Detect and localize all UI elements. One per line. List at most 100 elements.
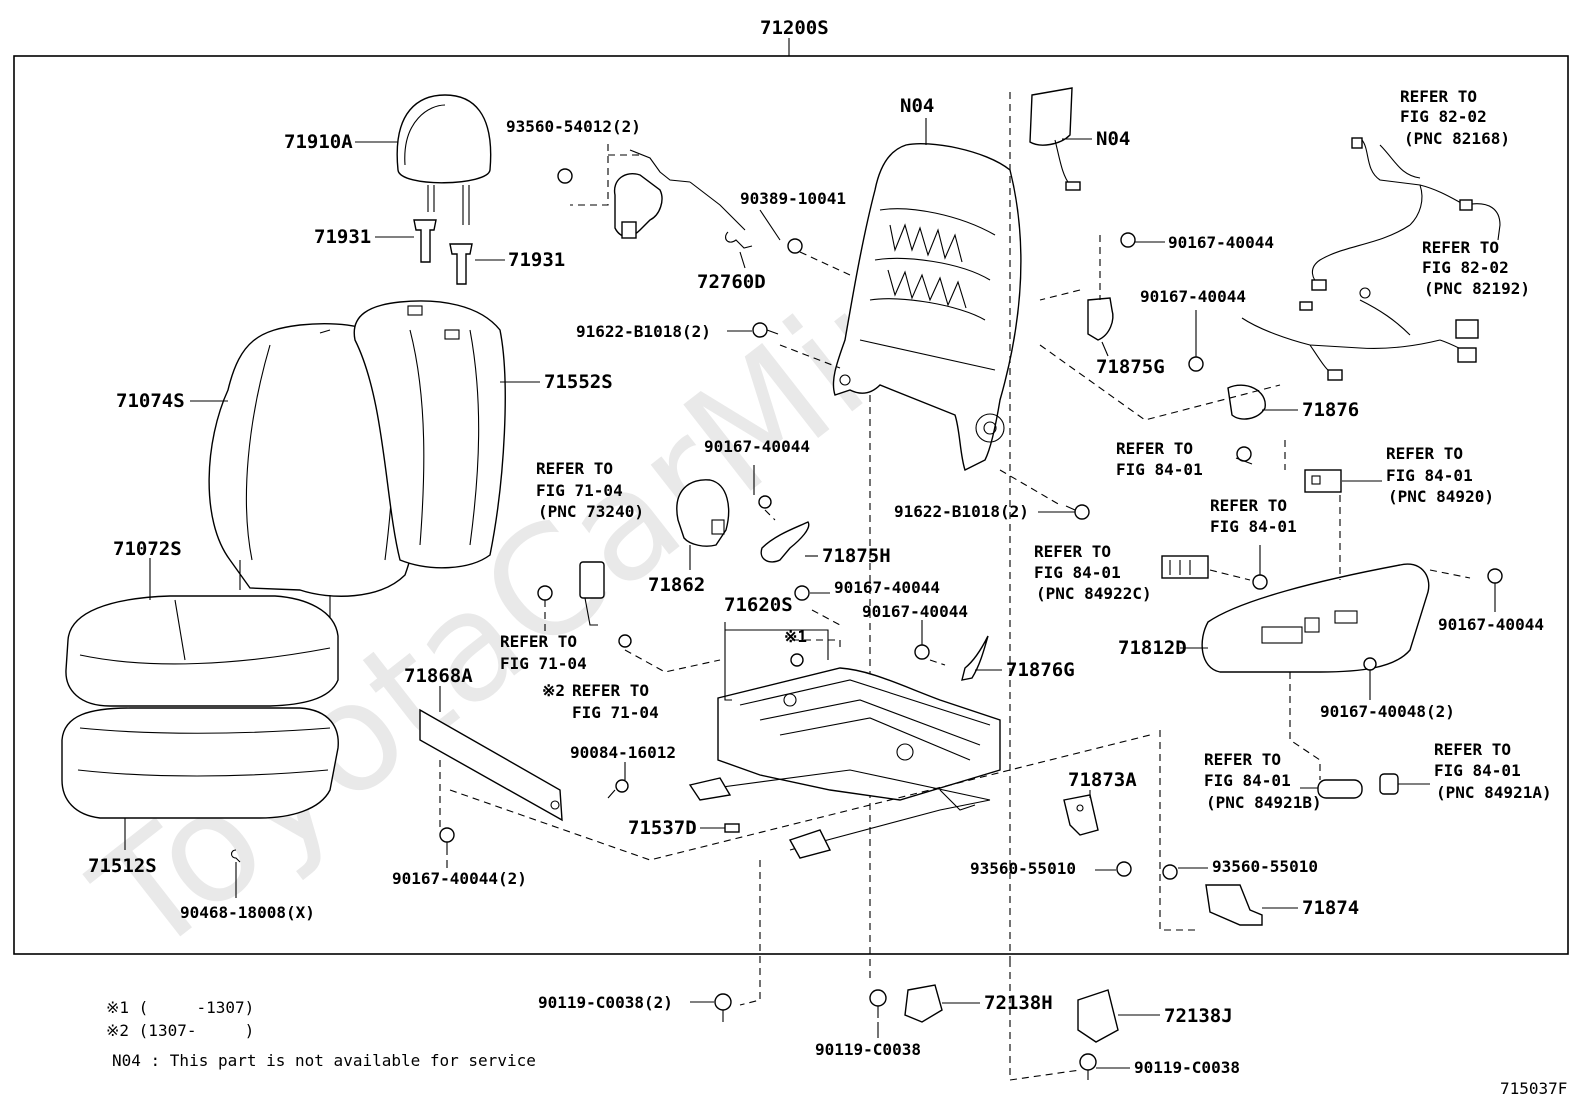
headrest-drawing: [396, 94, 492, 225]
label-71072S: 71072S: [113, 538, 182, 560]
label-71910A: 71910A: [284, 131, 353, 153]
label-71876: 71876: [1302, 399, 1359, 421]
label-90167-40044-2: 90167-40044(2): [392, 869, 527, 888]
label-90468-18008: 90468-18008(X): [180, 903, 315, 922]
figure-id-label: 715037F: [1500, 1079, 1567, 1098]
refer-82192-line2: FIG 82-02: [1422, 258, 1509, 277]
left-leader-lines: [124, 141, 540, 898]
wire-harness-lower-drawing: [1241, 287, 1479, 381]
label-71812D: 71812D: [1118, 637, 1187, 659]
label-93560-55010-right: 93560-55010: [1212, 857, 1318, 876]
label-71537D: 71537D: [628, 817, 697, 839]
label-91622-B1018-upper: 91622-B1018(2): [576, 322, 711, 341]
refer-84921B-line3: (PNC 84921B): [1206, 793, 1322, 812]
headrest-guide-left-drawing: [413, 219, 437, 263]
refer-84-01-b: REFER TO FIG 84-01: [1210, 496, 1297, 536]
refer-84921A: REFER TO FIG 84-01 (PNC 84921A): [1434, 740, 1552, 802]
legend-note-1: ※1 ( -1307): [106, 998, 254, 1017]
label-72138J: 72138J: [1164, 1005, 1233, 1027]
bracket-71876-drawing: [1188, 356, 1266, 462]
label-91622-B1018-lower: 91622-B1018(2): [894, 502, 1029, 521]
refer-71-04-b-line1: REFER TO: [572, 681, 649, 700]
knob-84921B-drawing: [1317, 779, 1363, 799]
refer-84-01-a-line1: REFER TO: [1116, 439, 1193, 458]
refer-71-04-b: REFER TO FIG 71-04: [572, 681, 659, 722]
bracket-71876G-drawing: [914, 635, 989, 681]
center-top-leaders: [727, 118, 1092, 513]
cover-72138H-drawing: [904, 984, 943, 1023]
refer-84922C-line2: FIG 84-01: [1034, 563, 1121, 582]
refer-82192-line1: REFER TO: [1422, 238, 1499, 257]
seatback-frame-drawing: [832, 143, 1022, 471]
refer-84922C-line1: REFER TO: [1034, 542, 1111, 561]
grommet-mark1-drawing: [790, 653, 804, 667]
label-90167-40048: 90167-40048(2): [1320, 702, 1455, 721]
refer-73240: REFER TO FIG 71-04 (PNC 73240): [536, 459, 644, 521]
refer-84-01-b-line1: REFER TO: [1210, 496, 1287, 515]
label-90167-40044-f: 90167-40044: [862, 602, 968, 621]
refer-84921A-line2: FIG 84-01: [1434, 761, 1521, 780]
nut-90389-drawing: [787, 238, 803, 254]
bracket-71875H-drawing: [758, 495, 810, 601]
label-90167-40044-d: 90167-40044: [704, 437, 810, 456]
refer-84920: REFER TO FIG 84-01 (PNC 84920): [1386, 444, 1494, 506]
refer-84921B-line1: REFER TO: [1204, 750, 1281, 769]
refer-84-01-a-line2: FIG 84-01: [1116, 460, 1203, 479]
label-90084-16012: 90084-16012: [570, 743, 676, 762]
right-leaders: [1101, 241, 1496, 789]
seat-cushion-cover-drawing: [65, 595, 339, 707]
label-N04-airbag: N04: [1096, 128, 1130, 150]
refer-84921A-line1: REFER TO: [1434, 740, 1511, 759]
headrest-guide-right-drawing: [449, 243, 473, 285]
label-71931-left: 71931: [314, 226, 371, 248]
side-cover-71812D-drawing: [1201, 563, 1503, 673]
label-71552S: 71552S: [544, 371, 613, 393]
label-90167-40044-c: 90167-40044: [1438, 615, 1544, 634]
buckle-drawing: [537, 561, 632, 648]
bolt-90119-2-drawing: [714, 993, 732, 1022]
refer-84920-line2: FIG 84-01: [1386, 466, 1473, 485]
refer-73240-line2: FIG 71-04: [536, 481, 623, 500]
refer-71-04-a: REFER TO FIG 71-04: [500, 632, 587, 673]
knob-84921A-drawing: [1379, 773, 1399, 795]
label-71875G: 71875G: [1096, 356, 1165, 378]
bottom-leaders: [690, 1001, 1160, 1081]
label-72138H: 72138H: [984, 992, 1053, 1014]
label-71620S: 71620S: [724, 594, 793, 616]
label-90167-40044-e: 90167-40044: [834, 578, 940, 597]
refer-84-01-a: REFER TO FIG 84-01: [1116, 439, 1203, 479]
switch-84920-drawing: [1304, 469, 1342, 493]
label-90167-40044-a: 90167-40044: [1168, 233, 1274, 252]
recliner-motor-drawing: [557, 149, 746, 239]
seat-cushion-pad-drawing: [61, 707, 339, 819]
label-N04-frame: N04: [900, 95, 934, 117]
label-90167-40044-b: 90167-40044: [1140, 287, 1246, 306]
label-71931-right: 71931: [508, 249, 565, 271]
label-90119-C0038-2: 90119-C0038(2): [538, 993, 673, 1012]
mark1-label: ※1: [784, 627, 807, 646]
refer-82168-line1: REFER TO: [1400, 87, 1477, 106]
label-71862: 71862: [648, 574, 705, 596]
refer-84920-line3: (PNC 84920): [1388, 487, 1494, 506]
label-71876G: 71876G: [1006, 659, 1075, 681]
refer-71-04-a-line1: REFER TO: [500, 632, 577, 651]
label-71875H: 71875H: [822, 545, 891, 567]
seat-belt-anchor-drawing: [676, 479, 730, 547]
center-dashes: [439, 509, 1151, 1006]
label-71074S: 71074S: [116, 390, 185, 412]
refer-71-04-a-line2: FIG 71-04: [500, 654, 587, 673]
refer-82192: REFER TO FIG 82-02 (PNC 82192): [1422, 238, 1530, 298]
bolt-90119-right-drawing: [1079, 1053, 1097, 1080]
mark2-label: ※2: [542, 681, 565, 700]
wire-harness-upper-drawing: [1311, 137, 1501, 291]
refer-84921B-line2: FIG 84-01: [1204, 771, 1291, 790]
refer-73240-line1: REFER TO: [536, 459, 613, 478]
connector-84922C-drawing: [1161, 555, 1268, 590]
seatback-pad-drawing: [353, 300, 506, 569]
clip-drawing: [230, 849, 241, 863]
refer-82168-line2: FIG 82-02: [1400, 107, 1487, 126]
refer-84920-line1: REFER TO: [1386, 444, 1463, 463]
bracket-71873A-drawing: [1063, 794, 1132, 877]
bracket-71874-drawing: [1162, 864, 1263, 926]
label-71874: 71874: [1302, 897, 1359, 919]
